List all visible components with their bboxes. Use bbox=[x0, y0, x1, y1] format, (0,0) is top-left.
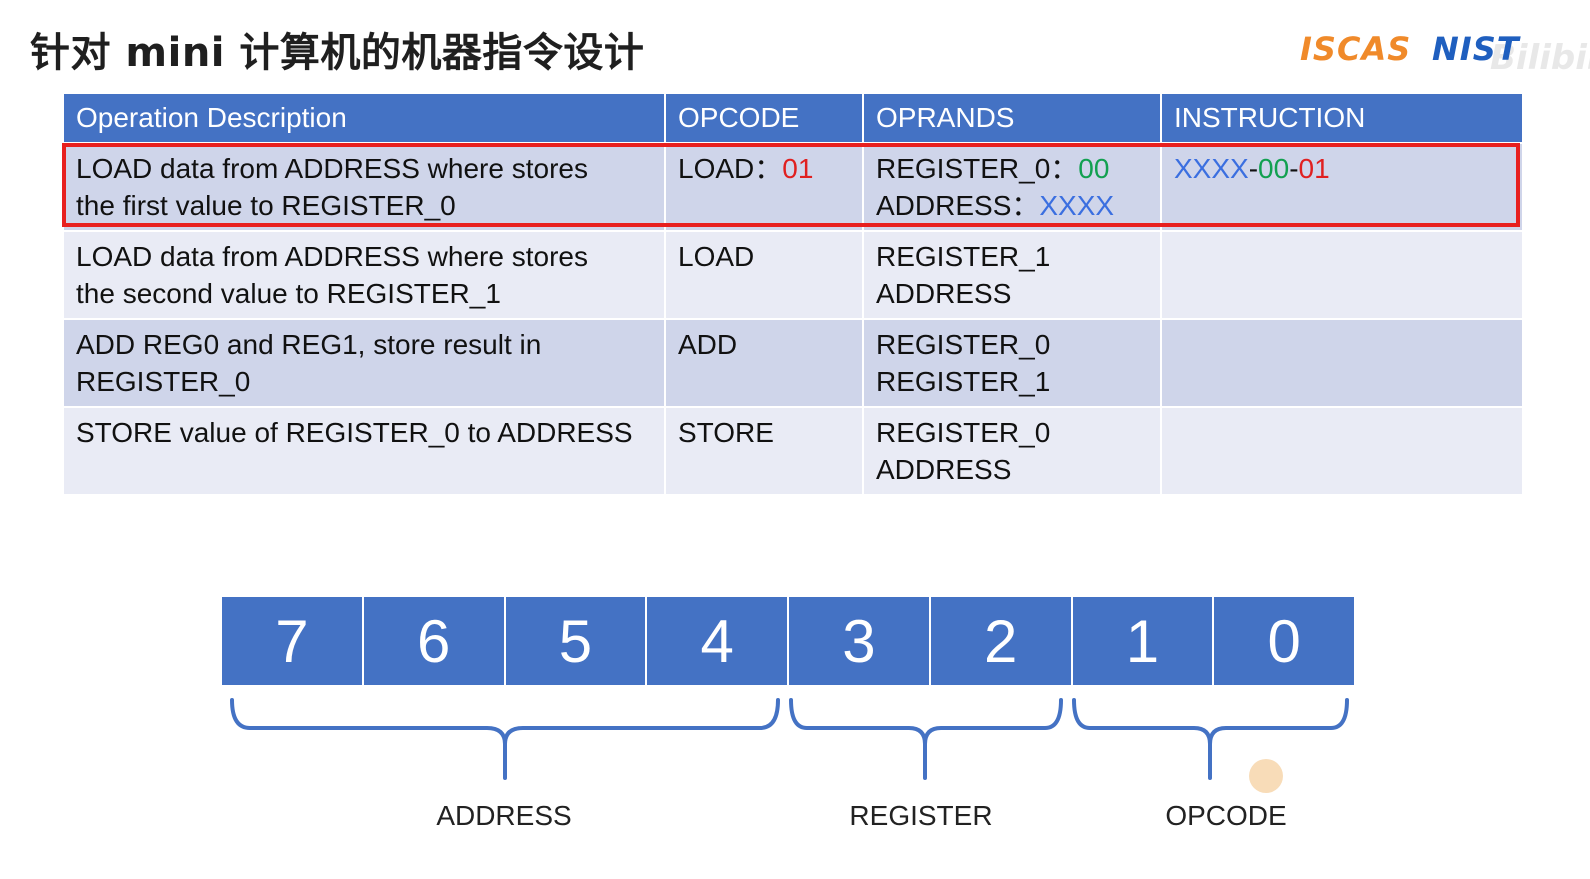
bit-field-diagram: 7 6 5 4 3 2 1 0 bbox=[222, 597, 1354, 685]
instruction-cell bbox=[1161, 230, 1522, 319]
instruction-opcode-bits: 01 bbox=[1298, 153, 1330, 184]
description-line: ADD REG0 and REG1, store result in bbox=[76, 329, 542, 360]
table-row: STORE value of REGISTER_0 to ADDRESS STO… bbox=[64, 406, 1522, 494]
instruction-separator: - bbox=[1248, 153, 1259, 184]
instruction-separator: - bbox=[1289, 153, 1299, 184]
description-line: LOAD data from ADDRESS where stores bbox=[76, 241, 588, 272]
opcode-cell: LOAD bbox=[665, 230, 864, 319]
bit-cell: 3 bbox=[789, 597, 931, 685]
bit-cell: 7 bbox=[222, 597, 364, 685]
opcode-brace bbox=[1072, 698, 1349, 780]
operand-value: 00 bbox=[1078, 153, 1110, 184]
instruction-cell bbox=[1161, 318, 1522, 407]
operand-line: ADDRESS bbox=[876, 454, 1012, 485]
header-instruction: INSTRUCTION bbox=[1161, 94, 1522, 143]
instruction-cell: XXXX-00-01 bbox=[1161, 142, 1522, 231]
bit-cell: 5 bbox=[505, 597, 648, 685]
address-brace bbox=[230, 698, 780, 780]
register-brace bbox=[789, 698, 1063, 780]
description-line: the first value to REGISTER_0 bbox=[76, 190, 456, 221]
operand-line: ADDRESS bbox=[876, 278, 1012, 309]
operand-label: ADDRESS： bbox=[876, 190, 1040, 221]
operation-description-cell: ADD REG0 and REG1, store result in REGIS… bbox=[64, 318, 666, 407]
bit-cell: 0 bbox=[1214, 597, 1354, 685]
opcode-cell: STORE bbox=[665, 406, 864, 494]
instruction-address-bits: XXXX bbox=[1174, 153, 1249, 184]
operand-line: REGISTER_1 bbox=[876, 241, 1051, 272]
description-line: the second value to REGISTER_1 bbox=[76, 278, 501, 309]
operand-value: XXXX bbox=[1039, 190, 1115, 221]
header-operation-description: Operation Description bbox=[64, 94, 666, 143]
register-field-label: REGISTER bbox=[849, 800, 993, 831]
opcode-label: LOAD： bbox=[678, 153, 783, 184]
iscas-logo: ISCAS bbox=[1300, 30, 1412, 68]
nist-logo: NIST bbox=[1432, 30, 1520, 68]
oprands-cell: REGISTER_0 ADDRESS bbox=[863, 406, 1162, 494]
opcode-field-label: OPCODE bbox=[1165, 800, 1287, 831]
slide-title: 针对 mini 计算机的机器指令设计 bbox=[30, 30, 645, 76]
operation-description-cell: LOAD data from ADDRESS where stores the … bbox=[64, 142, 666, 231]
pointer-indicator bbox=[1249, 759, 1283, 793]
logo-area: Bilibili ISCAS NIST bbox=[1300, 30, 1590, 80]
table-row: ADD REG0 and REG1, store result in REGIS… bbox=[64, 318, 1522, 407]
oprands-cell: REGISTER_1 ADDRESS bbox=[863, 230, 1162, 319]
oprands-cell: REGISTER_0 REGISTER_1 bbox=[863, 318, 1162, 407]
table-row: LOAD data from ADDRESS where stores the … bbox=[64, 230, 1522, 319]
opcode-value: 01 bbox=[782, 153, 814, 184]
bit-cell: 1 bbox=[1072, 597, 1215, 685]
instruction-register-bits: 00 bbox=[1258, 153, 1290, 184]
description-line: REGISTER_0 bbox=[76, 366, 251, 397]
operation-description-cell: STORE value of REGISTER_0 to ADDRESS bbox=[64, 406, 666, 494]
operand-label: REGISTER_0： bbox=[876, 153, 1079, 184]
header-opcode: OPCODE bbox=[665, 94, 864, 143]
description-line: LOAD data from ADDRESS where stores bbox=[76, 153, 588, 184]
opcode-cell: LOAD：01 bbox=[665, 142, 864, 231]
operation-description-cell: LOAD data from ADDRESS where stores the … bbox=[64, 230, 666, 319]
header-oprands: OPRANDS bbox=[863, 94, 1162, 143]
watermark-logo: Bilibili bbox=[1490, 38, 1590, 78]
operand-line: REGISTER_0 bbox=[876, 329, 1051, 360]
table-header-row: Operation Description OPCODE OPRANDS INS… bbox=[64, 94, 1522, 143]
address-field-label: ADDRESS bbox=[436, 800, 572, 831]
bit-cell: 2 bbox=[930, 597, 1073, 685]
opcode-cell: ADD bbox=[665, 318, 864, 407]
operand-line: REGISTER_0 bbox=[876, 417, 1051, 448]
description-line: STORE value of REGISTER_0 to ADDRESS bbox=[76, 417, 633, 448]
instruction-table: Operation Description OPCODE OPRANDS INS… bbox=[64, 94, 1522, 494]
operand-line: REGISTER_1 bbox=[876, 366, 1051, 397]
bit-cell: 4 bbox=[647, 597, 789, 685]
bit-cell: 6 bbox=[363, 597, 506, 685]
instruction-cell bbox=[1161, 406, 1522, 494]
